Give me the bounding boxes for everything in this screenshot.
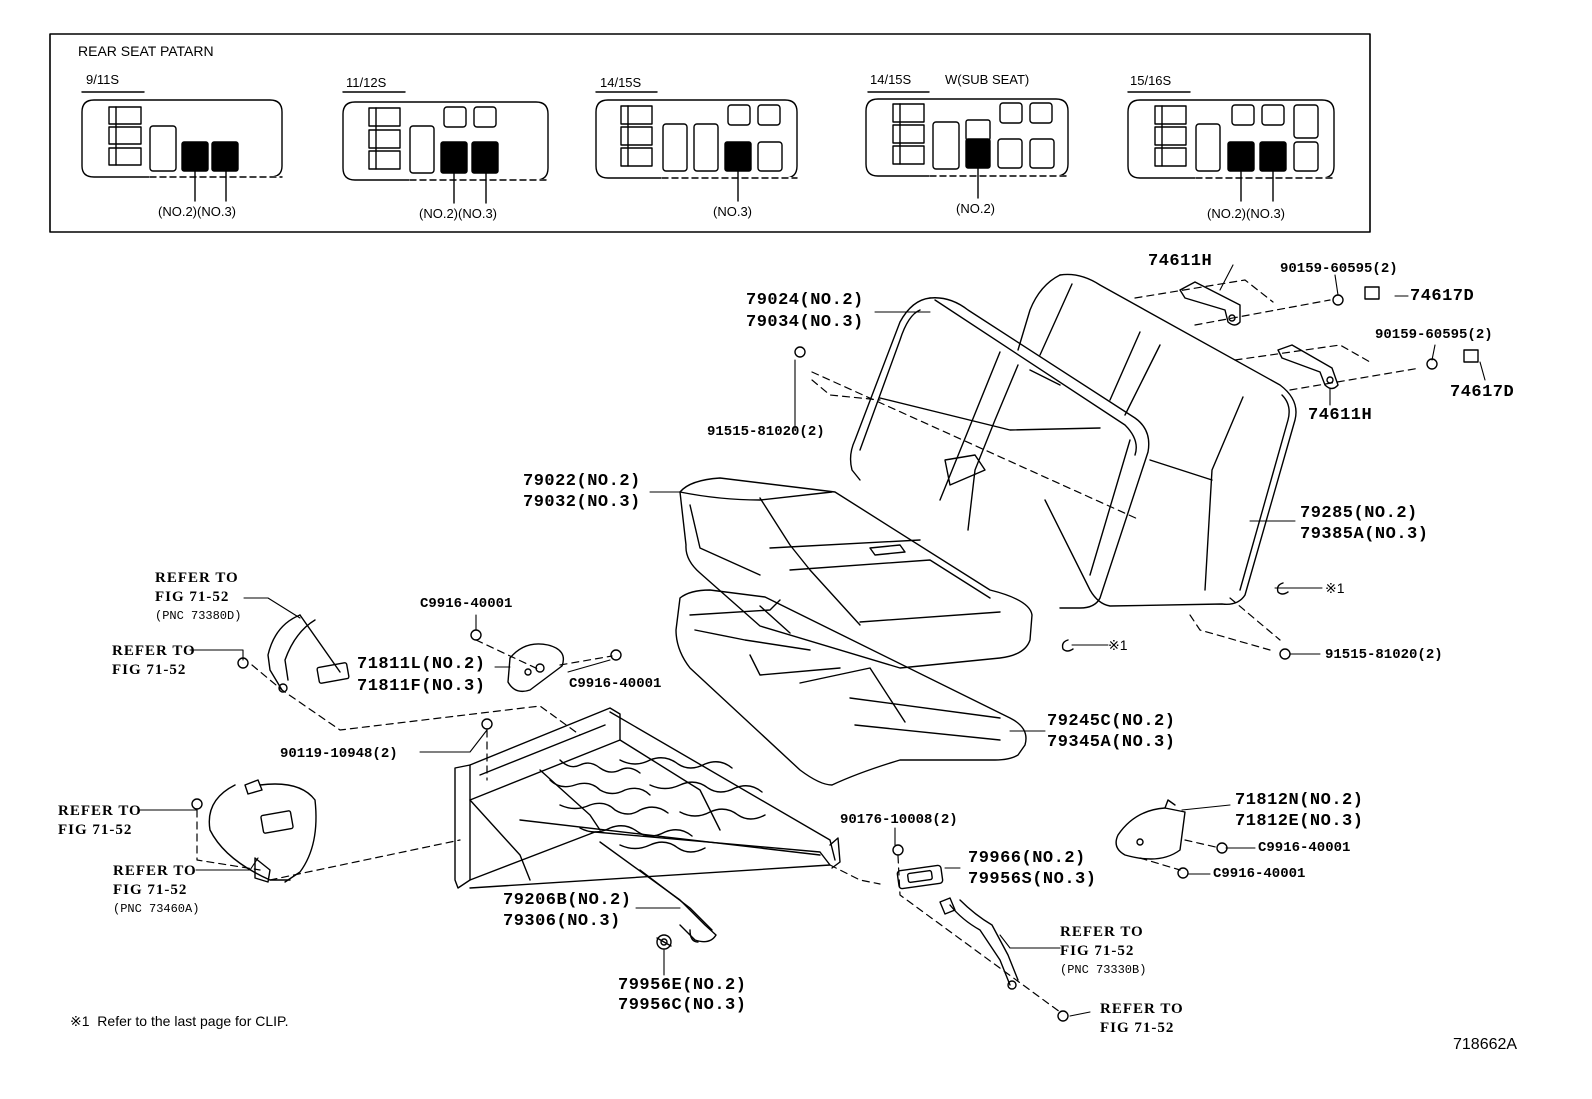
pattern-5-name: 15/16S xyxy=(1130,73,1172,88)
part-79966[interactable]: 79966(NO.2) xyxy=(968,849,1086,868)
part-C9916-40001-left-2[interactable]: C9916-40001 xyxy=(569,676,662,692)
figure-id: 718662A xyxy=(1453,1036,1518,1053)
part-C9916-40001-right-1[interactable]: C9916-40001 xyxy=(1258,840,1351,856)
pattern-4-name: 14/15S xyxy=(870,72,912,87)
part-91515-81020-bottom[interactable]: 91515-81020(2) xyxy=(1325,647,1443,663)
refer-5-line1[interactable]: REFER TO xyxy=(1060,924,1144,940)
seatbelt-73380D-drawing xyxy=(267,614,350,693)
part-71812N[interactable]: 71812N(NO.2) xyxy=(1235,791,1364,810)
seatbelt-73460A-drawing xyxy=(208,779,317,883)
part-79032[interactable]: 79032(NO.3) xyxy=(523,493,641,512)
pattern-1-caption: (NO.2)(NO.3) xyxy=(158,204,236,219)
part-71811F[interactable]: 71811F(NO.3) xyxy=(357,677,486,696)
refer-6-line2[interactable]: FIG 71-52 xyxy=(1100,1020,1175,1036)
refer-5-pnc: (PNC 73330B) xyxy=(1060,963,1147,977)
part-90119-10948[interactable]: 90119-10948(2) xyxy=(280,746,398,762)
part-79956S[interactable]: 79956S(NO.3) xyxy=(968,870,1097,889)
clip-symbol-right xyxy=(1276,582,1289,595)
part-79285[interactable]: 79285(NO.2) xyxy=(1300,504,1418,523)
cover-71812-drawing xyxy=(1115,799,1186,860)
pattern-3-name: 14/15S xyxy=(600,75,642,90)
leader-lines xyxy=(139,264,1486,1017)
part-79034[interactable]: 79034(NO.3) xyxy=(746,313,864,332)
dashed-guide-lines xyxy=(196,279,1421,1013)
pattern-2-layout xyxy=(342,91,549,204)
part-74611H-top[interactable]: 74611H xyxy=(1148,252,1213,271)
pattern-5-layout xyxy=(1127,91,1335,202)
pattern-2-caption: (NO.2)(NO.3) xyxy=(419,206,497,221)
refer-6-line1[interactable]: REFER TO xyxy=(1100,1001,1184,1017)
pattern-3-caption: (NO.3) xyxy=(713,204,752,219)
refer-1-pnc: (PNC 73380D) xyxy=(155,609,242,623)
part-90159-60595-mid[interactable]: 90159-60595(2) xyxy=(1375,327,1493,343)
part-79024[interactable]: 79024(NO.2) xyxy=(746,291,864,310)
cushion-pad-drawing xyxy=(675,589,1027,786)
footnote-clip: ※1 Refer to the last page for CLIP. xyxy=(70,1013,289,1029)
refer-4-line2[interactable]: FIG 71-52 xyxy=(113,882,188,898)
refer-4-line1[interactable]: REFER TO xyxy=(113,863,197,879)
part-79022[interactable]: 79022(NO.2) xyxy=(523,472,641,491)
part-71811L[interactable]: 71811L(NO.2) xyxy=(357,655,486,674)
part-90159-60595-top[interactable]: 90159-60595(2) xyxy=(1280,261,1398,277)
part-71812E[interactable]: 71812E(NO.3) xyxy=(1235,812,1364,831)
clip-note-mid: ※1 xyxy=(1108,637,1128,653)
part-74617D-mid[interactable]: 74617D xyxy=(1450,383,1515,402)
pattern-1-name: 9/11S xyxy=(86,72,120,87)
pattern-1-layout xyxy=(81,91,283,202)
rear-seatback-drawing xyxy=(1017,273,1297,607)
part-79345A[interactable]: 79345A(NO.3) xyxy=(1047,733,1176,752)
refer-5-line2[interactable]: FIG 71-52 xyxy=(1060,943,1135,959)
part-79956C[interactable]: 79956C(NO.3) xyxy=(618,996,747,1015)
clip-symbol-mid xyxy=(1061,639,1074,652)
pattern-4-caption: (NO.2) xyxy=(956,201,995,216)
refer-2-line2[interactable]: FIG 71-52 xyxy=(112,662,187,678)
part-C9916-40001-left-1[interactable]: C9916-40001 xyxy=(420,596,513,612)
seatbelt-73330B-drawing xyxy=(939,897,1019,990)
pattern-4-layout xyxy=(865,91,1069,199)
part-74617D-top[interactable]: 74617D xyxy=(1410,287,1475,306)
refer-4-pnc: (PNC 73460A) xyxy=(113,902,200,916)
part-79306[interactable]: 79306(NO.3) xyxy=(503,912,621,931)
pattern-2-name: 11/12S xyxy=(346,75,387,90)
latch-79966-drawing xyxy=(896,864,944,890)
pattern-4-sub: W(SUB SEAT) xyxy=(945,72,1030,87)
part-79956E[interactable]: 79956E(NO.2) xyxy=(618,976,747,995)
pattern-5-caption: (NO.2)(NO.3) xyxy=(1207,206,1285,221)
part-79206B[interactable]: 79206B(NO.2) xyxy=(503,891,632,910)
refer-1-line2[interactable]: FIG 71-52 xyxy=(155,589,230,605)
pattern-3-layout xyxy=(595,91,798,202)
refer-2-line1[interactable]: REFER TO xyxy=(112,643,196,659)
hinge-74611H-mid-drawing xyxy=(1277,344,1339,390)
pattern-box-frame xyxy=(49,33,1371,233)
part-79245C[interactable]: 79245C(NO.2) xyxy=(1047,712,1176,731)
part-74611H-mid[interactable]: 74611H xyxy=(1308,406,1373,425)
part-91515-81020-top[interactable]: 91515-81020(2) xyxy=(707,424,825,440)
clip-note-right: ※1 xyxy=(1325,580,1345,596)
spring-79956E-drawing xyxy=(656,934,672,950)
seat-cushion-drawing xyxy=(679,477,1033,669)
bolts xyxy=(191,286,1479,1022)
seat-frame-drawing xyxy=(454,707,841,943)
part-90176-10008[interactable]: 90176-10008(2) xyxy=(840,812,958,828)
refer-1-line1[interactable]: REFER TO xyxy=(155,570,239,586)
refer-3-line1[interactable]: REFER TO xyxy=(58,803,142,819)
part-C9916-40001-right-2[interactable]: C9916-40001 xyxy=(1213,866,1306,882)
part-79385A[interactable]: 79385A(NO.3) xyxy=(1300,525,1429,544)
refer-3-line2[interactable]: FIG 71-52 xyxy=(58,822,133,838)
pattern-box-title: REAR SEAT PATARN xyxy=(78,43,214,59)
front-seatback-drawing xyxy=(849,297,1150,609)
